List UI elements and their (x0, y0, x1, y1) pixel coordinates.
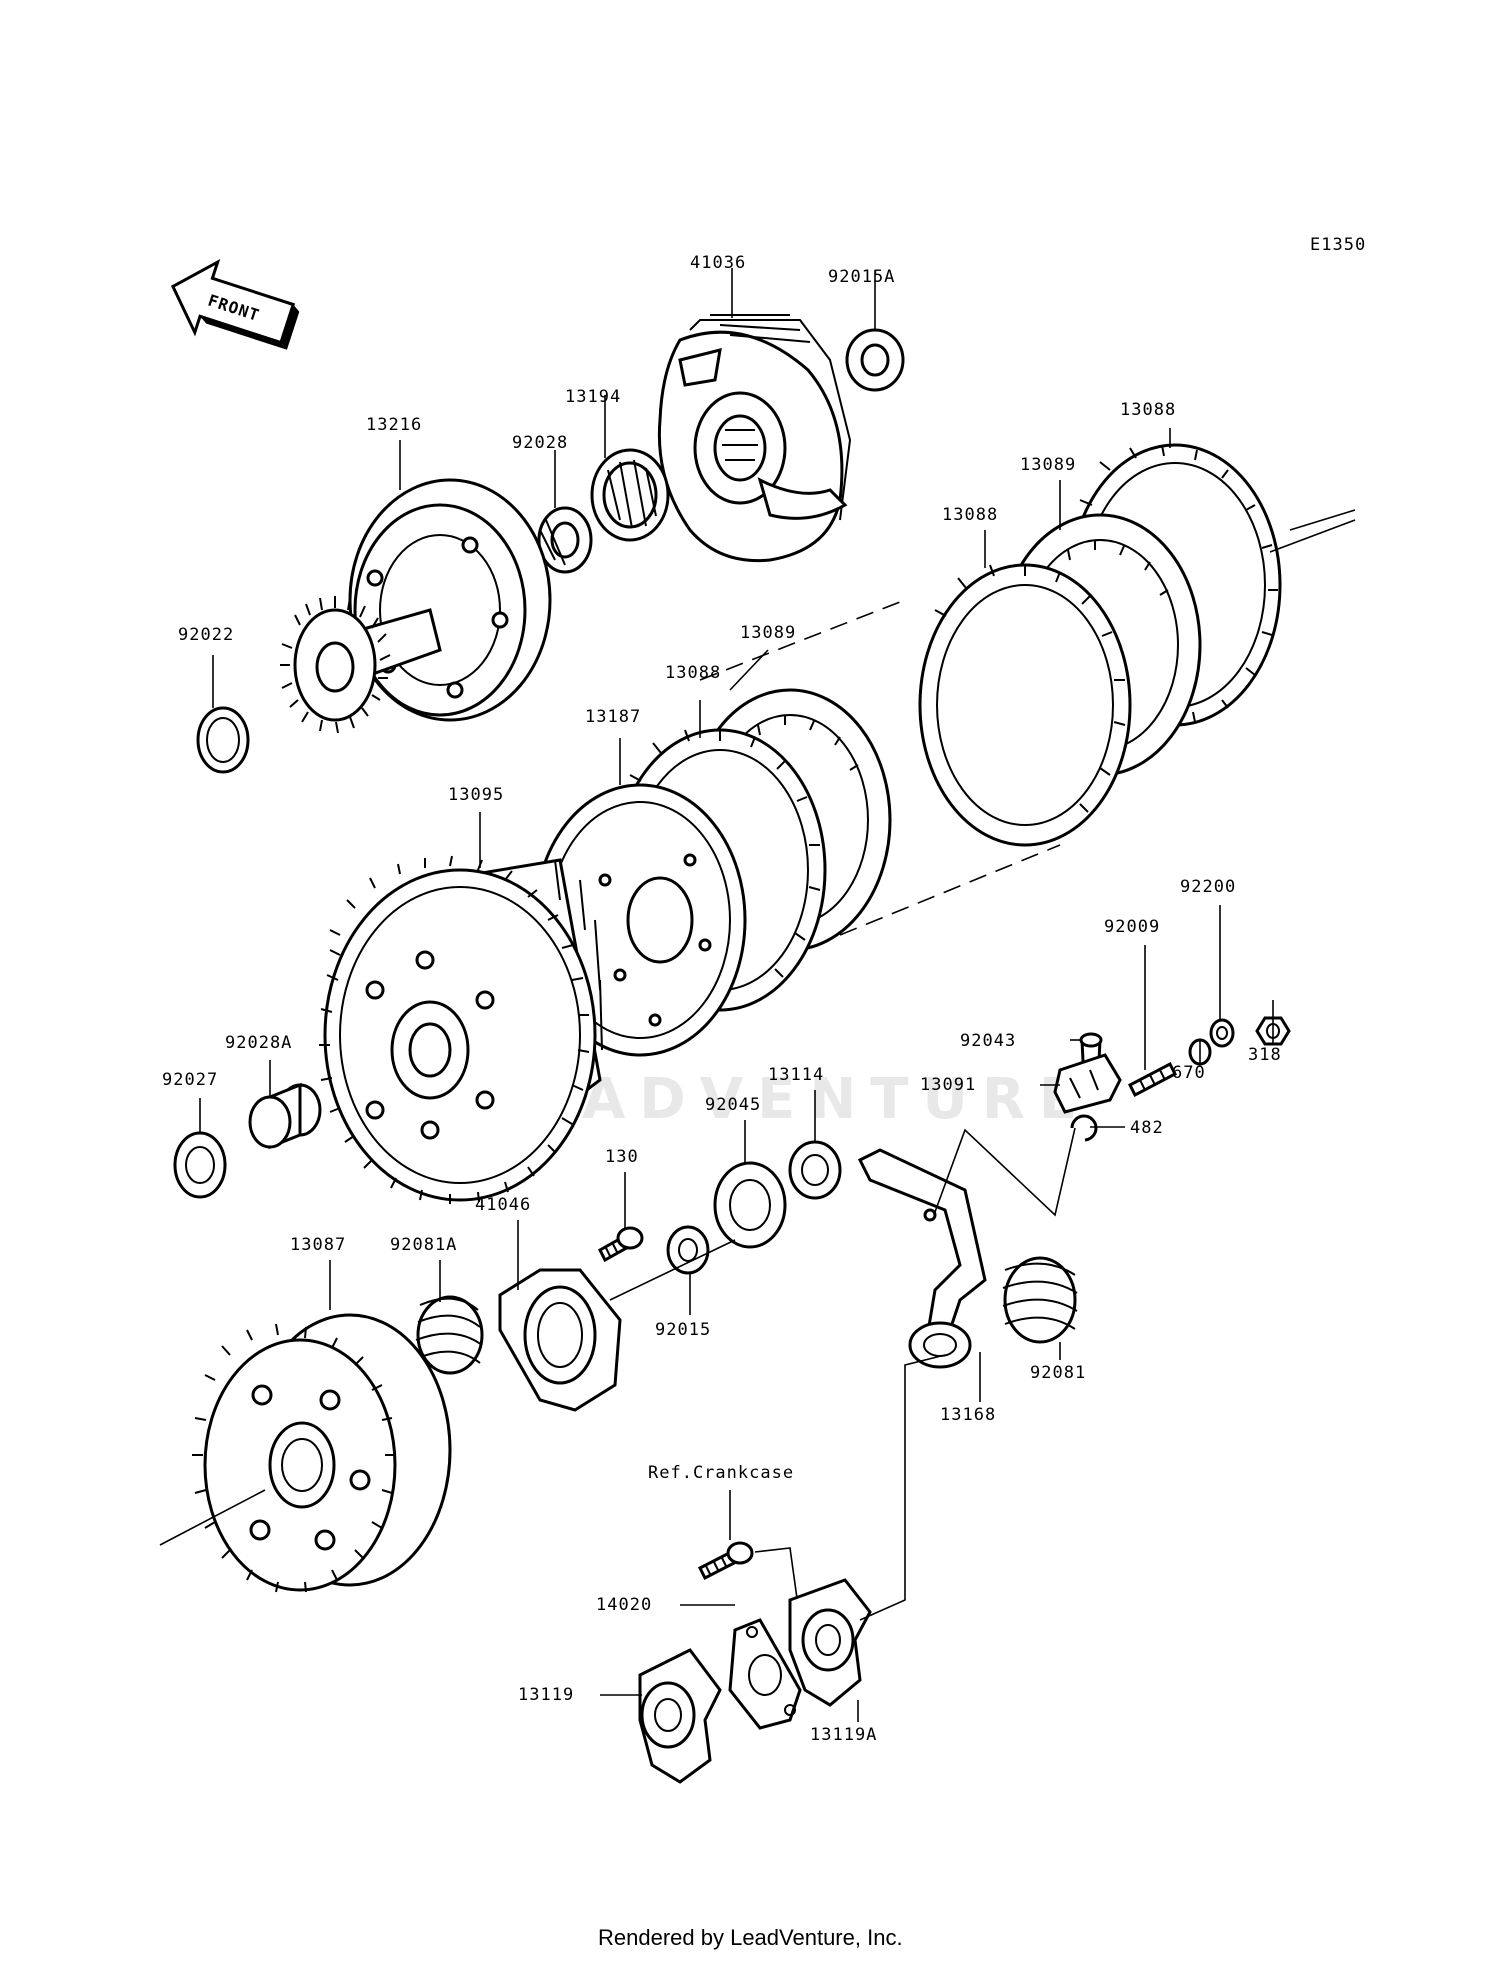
footer-rendered-by: Rendered by LeadVenture, Inc. (598, 1925, 903, 1950)
label-13089-top: 13089 (1020, 455, 1076, 475)
part-92028-spacer (537, 506, 593, 574)
part-13168-lever (857, 1127, 1076, 1369)
label-92081: 92081 (1030, 1363, 1086, 1383)
label-14020: 14020 (596, 1595, 652, 1615)
part-92027-washer (173, 1131, 227, 1199)
label-41036: 41036 (690, 253, 746, 273)
part-13119-cam (638, 1648, 722, 1784)
part-13087-hub (159, 1313, 452, 1593)
part-13194-bearing (590, 448, 670, 542)
label-92027: 92027 (162, 1070, 218, 1090)
part-130-bolt (598, 1226, 644, 1263)
front-arrow-icon: FRONT (170, 258, 300, 350)
part-92081A-spring (415, 1295, 484, 1375)
part-13088-mid-plate (918, 563, 1132, 847)
label-13088-low: 13088 (665, 663, 721, 683)
label-13168: 13168 (940, 1405, 996, 1425)
label-92022: 92022 (178, 625, 234, 645)
label-13087: 13087 (290, 1235, 346, 1255)
label-13119A: 13119A (810, 1725, 877, 1745)
label-92043: 92043 (960, 1031, 1016, 1051)
part-92081-spring (1002, 1256, 1078, 1344)
label-13119: 13119 (518, 1685, 574, 1705)
part-92045-bearing (713, 1161, 787, 1249)
part-92015A-nut (845, 328, 905, 392)
label-13114: 13114 (768, 1065, 824, 1085)
part-13095-clutch-housing (319, 855, 603, 1204)
part-13114-bush (788, 1140, 842, 1200)
part-92200-washer (1209, 1018, 1235, 1048)
label-318: 318 (1248, 1045, 1282, 1065)
part-13091-block (1053, 1053, 1122, 1114)
label-92015: 92015 (655, 1320, 711, 1340)
label-13088-mid: 13088 (942, 505, 998, 525)
part-ref-crankcase-bolt (697, 1541, 821, 1651)
part-92009-screw (1128, 1061, 1177, 1098)
leader-lines (199, 268, 1274, 1722)
part-14020-plate (728, 1618, 802, 1730)
label-92045: 92045 (705, 1095, 761, 1115)
label-92015A: 92015A (828, 267, 895, 287)
label-92200: 92200 (1180, 877, 1236, 897)
label-41046: 41046 (475, 1195, 531, 1215)
label-130: 130 (605, 1147, 639, 1167)
label-13095: 13095 (448, 785, 504, 805)
label-13216: 13216 (366, 415, 422, 435)
label-92009: 92009 (1104, 917, 1160, 937)
label-13187: 13187 (585, 707, 641, 727)
part-13216-drum (280, 478, 552, 734)
label-13089-low: 13089 (740, 623, 796, 643)
label-13088-top: 13088 (1120, 400, 1176, 420)
label-482: 482 (1130, 1118, 1164, 1138)
part-13119A-cam (788, 1354, 946, 1707)
part-92015-nut (666, 1225, 710, 1275)
guide-axis-top (1269, 509, 1356, 553)
part-41036-clutch-shoe (657, 314, 852, 563)
label-13091: 13091 (920, 1075, 976, 1095)
label-13194: 13194 (565, 387, 621, 407)
part-92022-washer (196, 706, 250, 774)
part-41046-lifter (498, 1239, 736, 1412)
part-92028A-spacer (248, 1082, 322, 1150)
part-482-circlip (1070, 1114, 1098, 1142)
label-92081A: 92081A (390, 1235, 457, 1255)
guide-dash-upper (699, 599, 906, 681)
label-92028: 92028 (512, 433, 568, 453)
label-ref-crankcase: Ref.Crankcase (648, 1463, 794, 1483)
label-92028A: 92028A (225, 1033, 292, 1053)
guide-dash-lower (839, 844, 1061, 936)
diagram-code: E1350 (1310, 235, 1366, 255)
label-670: 670 (1172, 1063, 1206, 1083)
